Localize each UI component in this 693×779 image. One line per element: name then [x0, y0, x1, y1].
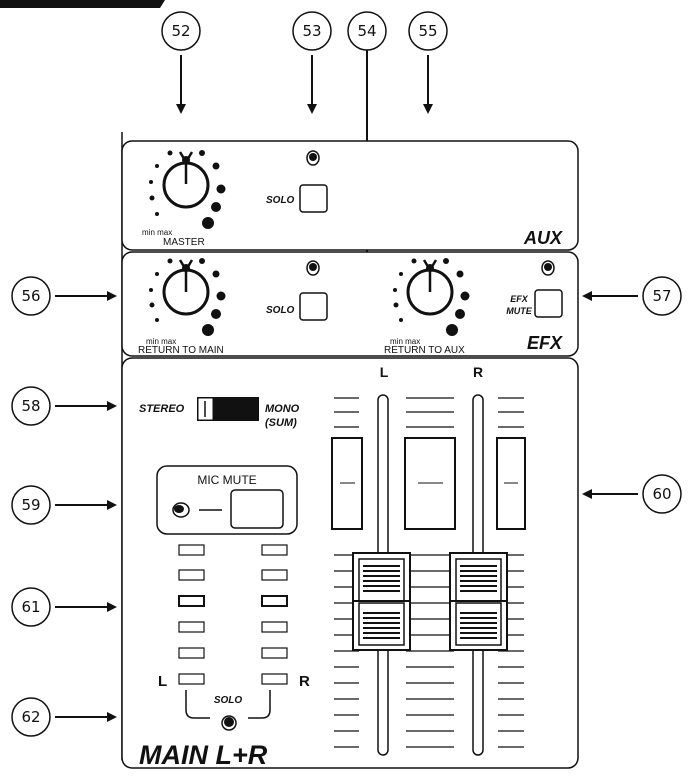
callout-57: 57: [582, 276, 682, 316]
svg-text:59: 59: [21, 496, 40, 514]
mic-mute-group: MIC MUTE: [156, 465, 298, 535]
aux-min-max-label: min max: [142, 228, 172, 237]
mic-mute-led: [172, 502, 190, 518]
header-tab: [0, 0, 165, 8]
aux-solo-label: SOLO: [266, 195, 295, 206]
mono-label: MONO: [265, 403, 300, 415]
svg-text:57: 57: [652, 287, 671, 305]
svg-text:54: 54: [357, 22, 376, 40]
svg-text:53: 53: [302, 22, 321, 40]
callout-55: 55: [408, 11, 448, 114]
efx-solo-label: SOLO: [266, 305, 295, 316]
mic-mute-button[interactable]: [230, 489, 284, 529]
solo-bracket-left: [185, 690, 210, 719]
fader-right-label: R: [473, 364, 483, 380]
efx-mute-button[interactable]: [534, 289, 563, 318]
callout-53: 53: [292, 11, 332, 114]
return-to-main-knob[interactable]: [149, 258, 226, 336]
svg-text:58: 58: [21, 397, 40, 415]
return-to-aux-knob[interactable]: [393, 258, 470, 336]
callout-52: 52: [161, 11, 201, 114]
master-label: MASTER: [163, 237, 205, 248]
fader-scale-right: [498, 397, 524, 748]
fader-left-label: L: [380, 364, 389, 380]
scale-box-left: [331, 437, 363, 530]
stereo-label: STEREO: [139, 403, 185, 415]
aux-panel: min max MASTER SOLO AUX: [121, 140, 579, 251]
meter-left-label: L: [158, 673, 167, 690]
aux-section-label: AUX: [523, 228, 563, 248]
efx-mute-led: [541, 260, 555, 276]
callout-56: 56: [11, 276, 117, 316]
efx-panel: min max RETURN TO MAIN SOLO min max R: [121, 251, 579, 357]
meter-left: [178, 544, 205, 685]
callout-59: 59: [11, 485, 117, 525]
aux-solo-button[interactable]: [299, 184, 328, 213]
scale-box-right: [496, 437, 526, 530]
callout-61: 61: [11, 587, 117, 627]
meter-right: [261, 544, 288, 685]
svg-text:55: 55: [418, 22, 437, 40]
mono-sum-label: (SUM): [265, 417, 297, 429]
fader-cap-left[interactable]: [352, 552, 411, 651]
efx-mute-label-line2: MUTE: [506, 306, 532, 316]
main-solo-label: SOLO: [214, 695, 243, 706]
meter-right-label: R: [299, 673, 310, 690]
svg-text:62: 62: [21, 708, 40, 726]
svg-text:60: 60: [652, 485, 671, 503]
return-to-main-label: RETURN TO MAIN: [138, 345, 224, 356]
svg-text:52: 52: [171, 22, 190, 40]
fader-scale-center: [406, 397, 454, 748]
aux-solo-led: [306, 150, 320, 166]
svg-text:61: 61: [21, 598, 40, 616]
master-knob[interactable]: [149, 150, 226, 229]
stereo-mono-switch[interactable]: [197, 397, 259, 421]
svg-text:56: 56: [21, 287, 40, 305]
main-section-label: MAIN L+R: [139, 740, 268, 770]
efx-section-label: EFX: [527, 333, 563, 353]
efx-solo-button[interactable]: [299, 292, 328, 321]
return-to-aux-label: RETURN TO AUX: [384, 345, 465, 356]
efx-mute-label-line1: EFX: [510, 294, 529, 304]
callout-62: 62: [11, 697, 117, 737]
efx-solo-led: [306, 260, 320, 276]
efx-main-min-max-label: min max: [146, 337, 176, 346]
fader-cap-right[interactable]: [449, 552, 508, 651]
callout-58: 58: [11, 386, 117, 426]
solo-bracket-right: [248, 690, 271, 719]
efx-aux-min-max-label: min max: [390, 337, 420, 346]
main-panel: STEREO MONO (SUM) MIC MUTE: [121, 357, 579, 770]
mic-mute-label: MIC MUTE: [197, 473, 256, 487]
scale-box-center: [404, 437, 456, 530]
callout-60: 60: [582, 474, 682, 514]
main-solo-led: [221, 715, 237, 731]
